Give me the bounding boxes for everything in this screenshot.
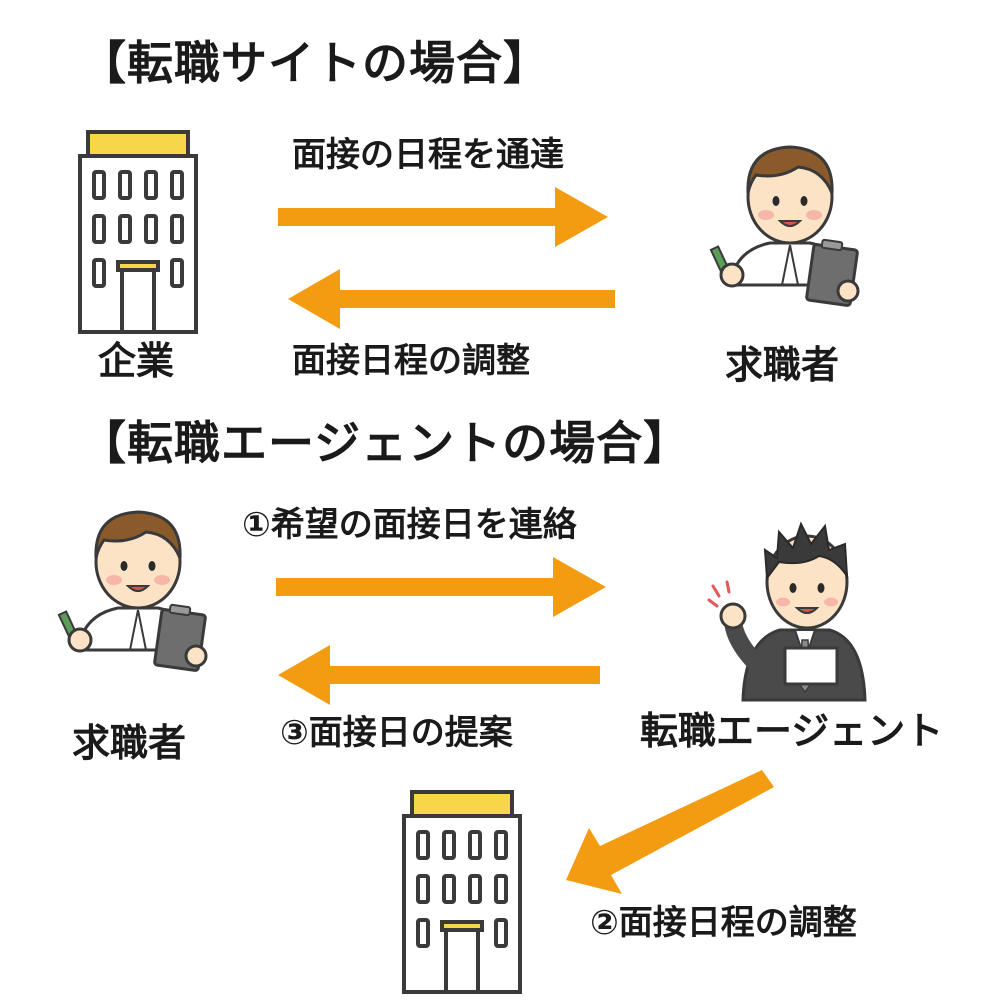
jobseeker-icon bbox=[709, 145, 860, 308]
arrow-top-label: 面接の日程を通達 bbox=[292, 135, 564, 175]
arrow-right-icon bbox=[278, 187, 608, 247]
agent-section-heading: 【転職エージェントの場合】 bbox=[80, 416, 691, 470]
agent-icon bbox=[707, 521, 867, 702]
company-label: 企業 bbox=[98, 339, 175, 383]
company-building-icon bbox=[78, 130, 198, 334]
jobseeker-label: 求職者 bbox=[72, 721, 187, 765]
step2-label: ②面接日程の調整 bbox=[590, 903, 857, 943]
company-building-icon bbox=[402, 790, 522, 994]
arrow-bottom-label: 面接日程の調整 bbox=[292, 341, 530, 381]
arrow-left-icon bbox=[278, 645, 600, 705]
jobseeker-label: 求職者 bbox=[725, 343, 840, 387]
step3-label: ③面接日の提案 bbox=[280, 713, 513, 753]
site-section-heading: 【転職サイトの場合】 bbox=[80, 36, 550, 90]
agent-label: 転職エージェント bbox=[640, 709, 944, 753]
step1-label: ①希望の面接日を連絡 bbox=[242, 505, 577, 545]
arrow-diagonal-icon bbox=[566, 770, 774, 894]
arrow-left-icon bbox=[288, 269, 615, 329]
jobseeker-icon bbox=[57, 510, 208, 673]
arrow-right-icon bbox=[276, 557, 606, 617]
